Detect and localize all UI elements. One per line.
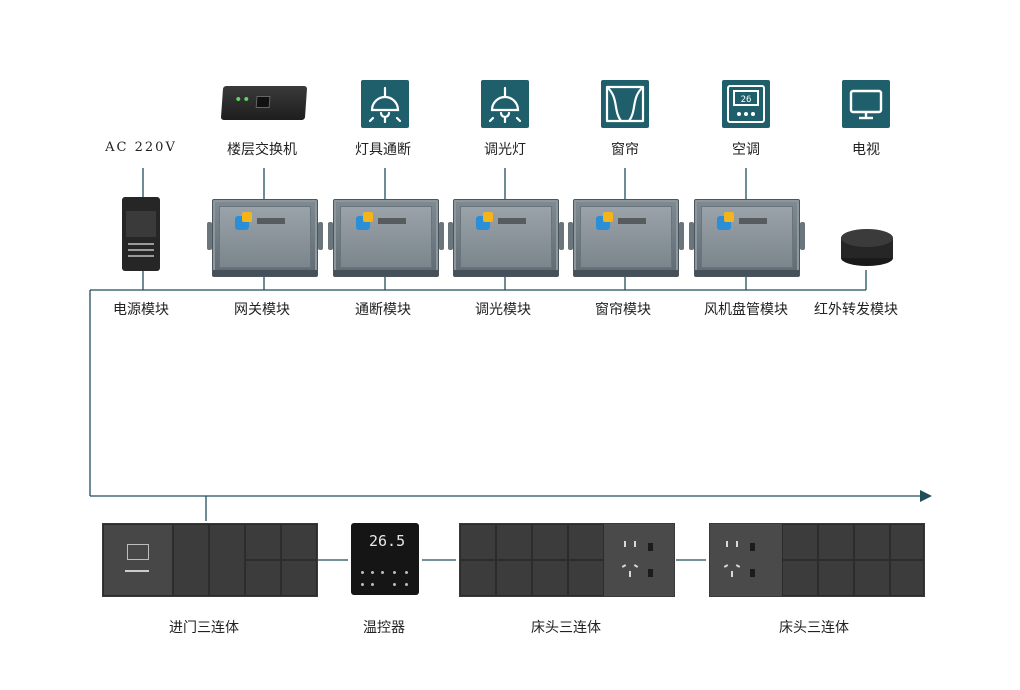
label-curtain: 窗帘 [611, 142, 639, 158]
power-outlet-icon [621, 541, 653, 577]
thermostat-icon: 26 [722, 80, 770, 128]
label-switch-module: 通断模块 [355, 302, 411, 318]
label-dimmer-light: 调光灯 [484, 142, 526, 158]
label-thermostat: 温控器 [363, 620, 405, 636]
label-tv: 电视 [852, 142, 880, 158]
gateway-module-device [207, 199, 323, 277]
label-light-onoff: 灯具通断 [355, 142, 411, 158]
card-slot-key [103, 524, 173, 596]
label-ir-module: 红外转发模块 [814, 302, 898, 318]
curtain-icon [601, 80, 649, 128]
bedside-panel-device-1 [459, 523, 675, 597]
label-dimmer-module: 调光模块 [475, 302, 531, 318]
fan-coil-module-device [689, 199, 805, 277]
dimmer-module-device [448, 199, 564, 277]
thermostat-device: 26.5 [351, 523, 419, 595]
thermostat-reading: 26.5 [369, 532, 406, 550]
power-outlet-icon [723, 541, 755, 577]
ceiling-lamp-icon [481, 80, 529, 128]
floor-switch-device [220, 86, 308, 120]
label-fan-coil-module: 风机盘管模块 [704, 302, 788, 318]
power-input-label: AC 220V [105, 140, 177, 155]
switch-module-device [328, 199, 444, 277]
entrance-panel-device [102, 523, 318, 597]
label-bedside-panel-1: 床头三连体 [531, 620, 601, 636]
label-bedside-panel-2: 床头三连体 [779, 620, 849, 636]
curtain-module-device [568, 199, 684, 277]
power-module-device [122, 197, 160, 271]
label-entrance-panel: 进门三连体 [169, 620, 239, 636]
bedside-panel-device-2 [709, 523, 925, 597]
ceiling-lamp-icon [361, 80, 409, 128]
svg-text:26: 26 [741, 95, 752, 105]
tv-icon [842, 80, 890, 128]
card-slot-icon [127, 544, 149, 560]
label-curtain-module: 窗帘模块 [595, 302, 651, 318]
bus-arrow [920, 490, 932, 502]
label-power-module: 电源模块 [113, 302, 169, 318]
label-air-conditioner: 空调 [732, 142, 760, 158]
label-gateway-module: 网关模块 [234, 302, 290, 318]
label-floor-switch: 楼层交换机 [227, 142, 297, 158]
ir-module-device [841, 229, 893, 266]
